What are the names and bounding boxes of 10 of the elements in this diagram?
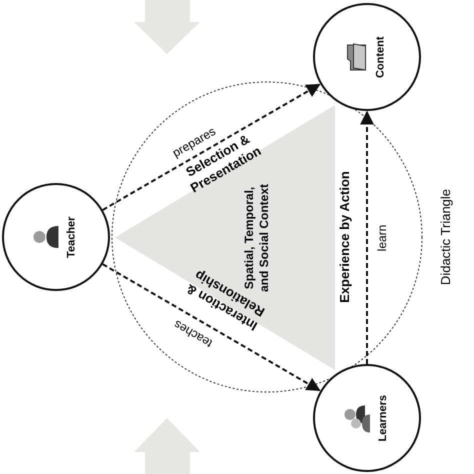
text-label: Didactic Triangle	[438, 188, 454, 288]
node-label: Content	[374, 36, 388, 78]
text-label: Experience by Action	[336, 170, 353, 305]
context-triangle	[115, 105, 335, 370]
arrow	[102, 84, 321, 211]
edge-label: learn	[376, 222, 388, 254]
arrow	[360, 110, 374, 364]
node-label: Learners	[376, 394, 390, 442]
arrow	[102, 263, 321, 392]
node-label: Teacher	[64, 216, 79, 258]
